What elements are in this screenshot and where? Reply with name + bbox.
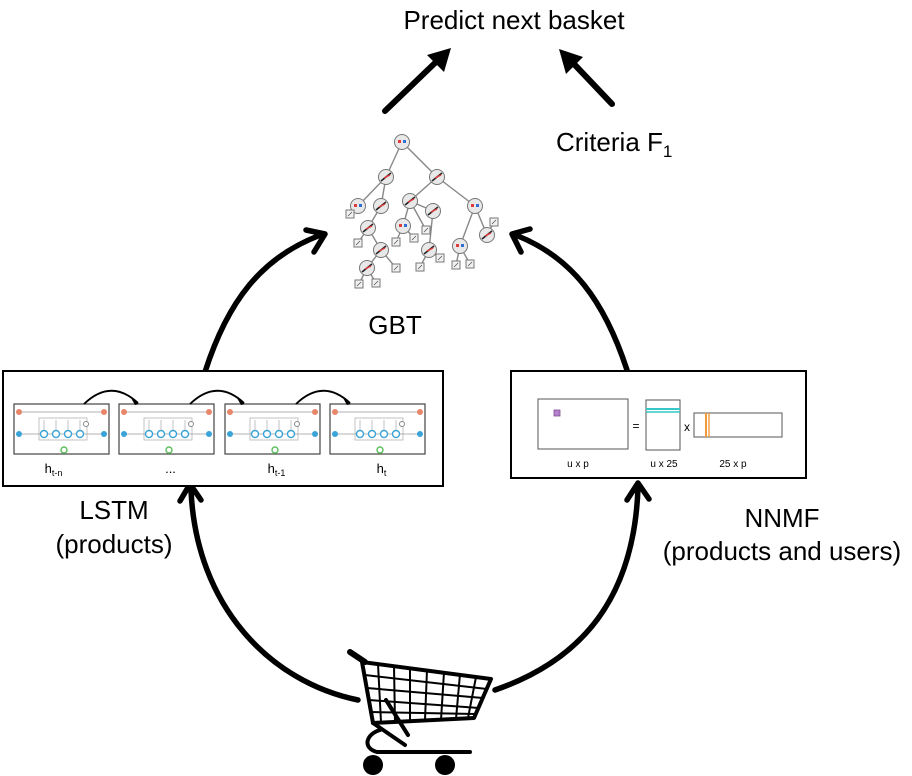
gbt-tree-icon xyxy=(345,134,499,289)
tree-split-node xyxy=(429,169,445,185)
criteria-label: Criteria F1 xyxy=(556,127,672,161)
tree-split-node xyxy=(402,193,418,209)
arrow-lstm-to-gbt xyxy=(202,227,328,375)
tree-leaf-node xyxy=(354,279,364,289)
nnmf-matrix-uxp xyxy=(537,398,629,450)
lstm-cell-label-main: ... xyxy=(165,461,176,476)
tree-split-node xyxy=(373,242,389,258)
tree-leaf-node xyxy=(409,233,419,243)
lstm-cell: ht xyxy=(329,403,426,478)
tree-split-node xyxy=(421,242,437,258)
tree-leaf-node xyxy=(371,278,381,288)
lstm-cell-label-main: h xyxy=(268,461,275,476)
tree-split-node xyxy=(394,134,410,150)
tree-split-node xyxy=(373,198,389,214)
lstm-cell-label-main: h xyxy=(377,461,384,476)
lstm-cell-label-sub: t xyxy=(384,468,387,478)
nnmf-matrix-ux25 xyxy=(645,399,681,451)
lstm-cell: ht-1 xyxy=(224,403,321,478)
tree-leaf-node xyxy=(421,225,431,235)
tree-split-node xyxy=(467,198,483,214)
lstm-cell-label: ht-1 xyxy=(268,461,286,478)
tree-split-node xyxy=(452,238,468,254)
gbt-label: GBT xyxy=(368,310,422,340)
tree-split-node xyxy=(360,220,376,236)
lstm-cell-label: ht-n xyxy=(45,461,63,478)
arrow-gbt-to-title xyxy=(382,48,451,114)
lstm-cell: ... xyxy=(118,403,215,476)
lstm-label-line1: LSTM xyxy=(79,495,148,525)
nnmf-label-line2: (products and users) xyxy=(663,536,901,566)
nnmf-matrix-25xp xyxy=(693,412,783,438)
lstm-cell-label: ... xyxy=(165,461,176,476)
tree-leaf-node xyxy=(465,259,475,269)
lstm-recurrent-arrow xyxy=(295,389,351,405)
nnmf-equals: = xyxy=(632,419,639,433)
lstm-recurrent-arrow xyxy=(189,389,245,405)
lstm-recurrent-arrow xyxy=(83,389,139,405)
nnmf-label-25xp: 25 x p xyxy=(719,459,747,470)
lstm-cell: ht-n xyxy=(13,403,110,478)
tree-leaf-node xyxy=(345,209,355,219)
lstm-cell-label-sub: t-n xyxy=(52,468,63,478)
criteria-text: Criteria F xyxy=(556,127,663,157)
tree-leaf-node xyxy=(489,217,499,227)
arrow-cart-to-lstm xyxy=(177,481,361,703)
tree-split-node xyxy=(425,203,441,219)
tree-leaf-node xyxy=(353,238,363,248)
tree-leaf-node xyxy=(435,253,445,263)
arrow-cart-to-nnmf xyxy=(492,480,652,693)
arrow-criteria-to-title xyxy=(559,49,615,107)
nnmf-label-ux25: u x 25 xyxy=(650,459,678,470)
lstm-label-line2: (products) xyxy=(55,529,172,559)
lstm-cell-label-main: h xyxy=(45,461,52,476)
lstm-cell-label: ht xyxy=(377,461,387,478)
tree-leaf-node xyxy=(391,263,401,273)
arrow-nnmf-to-gbt xyxy=(509,226,630,373)
tree-leaf-node xyxy=(451,260,461,270)
tree-split-node xyxy=(378,169,394,185)
lstm-cell-label-sub: t-1 xyxy=(275,468,286,478)
criteria-subscript: 1 xyxy=(663,142,672,161)
tree-split-node xyxy=(395,218,411,234)
tree-leaf-node xyxy=(391,237,401,247)
nnmf-label-uxp: u x p xyxy=(567,459,589,470)
tree-split-node xyxy=(479,227,495,243)
nnmf-matrix-cell xyxy=(553,409,561,417)
tree-split-node xyxy=(359,260,375,276)
tree-leaf-node xyxy=(415,262,425,272)
shopping-cart-icon xyxy=(347,649,493,775)
nnmf-times: x xyxy=(684,420,690,434)
nnmf-label-line1: NNMF xyxy=(744,503,819,533)
nnmf-box: = x u x p u x 25 25 x p xyxy=(510,370,807,479)
title-predict-next-basket: Predict next basket xyxy=(403,5,625,35)
